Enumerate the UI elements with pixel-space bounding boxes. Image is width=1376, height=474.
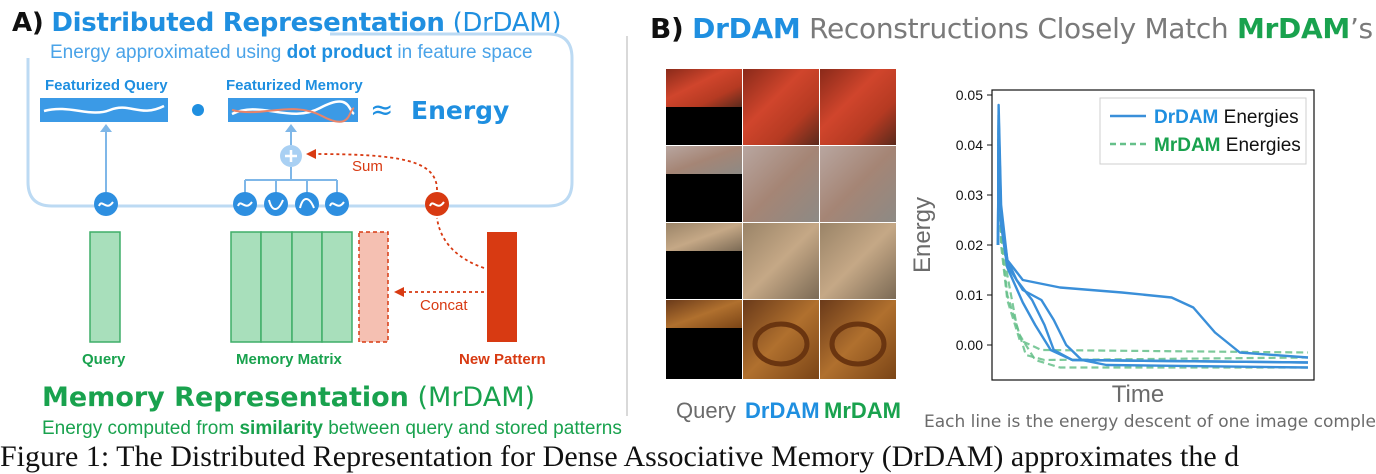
panel-b-title-mrdam: MrDAM xyxy=(1236,12,1350,45)
mem-sub-post: between query and stored patterns xyxy=(322,418,622,439)
plot-footnote: Each line is the energy descent of one i… xyxy=(924,412,1376,432)
featurized-query-label: Featurized Query xyxy=(45,77,168,94)
legend: DrDAM Energies MrDAM Energies xyxy=(1099,97,1307,165)
new-to-feature-arrow xyxy=(436,217,485,269)
panel-b-title-drdam: DrDAM xyxy=(692,12,801,45)
approx-symbol: ≈ xyxy=(370,93,394,126)
new-pattern-feature-node xyxy=(425,192,449,216)
y-tick-label: 0.01 xyxy=(956,287,983,303)
row-pretzel xyxy=(666,300,896,379)
y-tick-label: 0.04 xyxy=(956,137,983,153)
new-pattern-column xyxy=(487,232,517,342)
reconstruction-grid xyxy=(666,69,896,379)
drdam-frame xyxy=(26,32,574,208)
concat-arrowhead xyxy=(394,287,404,297)
memory-feature-arrowhead xyxy=(285,124,297,132)
featurized-memory-wave-2 xyxy=(231,107,355,123)
panel-b-letter: B) xyxy=(650,12,684,45)
memory-matrix-label: Memory Matrix xyxy=(236,351,342,368)
panel-a-diagram xyxy=(26,32,574,343)
col-label-query: Query xyxy=(676,398,736,423)
sum-arrowhead xyxy=(306,149,316,159)
query-feature-node xyxy=(94,192,118,216)
legend-label-mrdam: MrDAM Energies xyxy=(1154,135,1301,156)
panel-b-title-end: ’s xyxy=(1349,12,1373,45)
memory-feature-node-4 xyxy=(325,192,349,216)
figure-caption: Figure 1: The Distributed Representation… xyxy=(0,440,1240,473)
dot-product-icon xyxy=(192,104,204,116)
panel-a-subtitle: Energy approximated using dot product in… xyxy=(50,42,533,64)
query-feature-arrowhead xyxy=(100,124,112,132)
mrdam-paren: (MrDAM) xyxy=(417,382,536,413)
concat-slot xyxy=(358,231,389,343)
sum-label: Sum xyxy=(352,158,383,175)
subtitle-bold: dot product xyxy=(286,42,393,63)
memory-feature-node-1 xyxy=(233,192,257,216)
featurized-memory-wave-1 xyxy=(231,100,355,116)
panel-b-title-mid: Reconstructions Closely Match xyxy=(800,12,1237,45)
concat-label: Concat xyxy=(420,297,468,314)
col-label-drdam: DrDAM xyxy=(745,398,820,423)
featurized-memory-label: Featurized Memory xyxy=(226,77,363,94)
featurized-query-wave xyxy=(43,104,165,114)
memory-feature-node-2 xyxy=(264,192,288,216)
mrdam-title-bold: Memory Representation xyxy=(42,382,409,413)
mrdam-title: Memory Representation (MrDAM) xyxy=(42,382,535,413)
drdam-energy-line xyxy=(996,123,1309,364)
mem-sub-bold: similarity xyxy=(239,418,323,439)
y-axis-label: Energy xyxy=(910,197,936,273)
memory-matrix xyxy=(230,231,353,343)
energy-label: Energy xyxy=(411,96,510,125)
row-kimono xyxy=(666,69,896,145)
panel-b-title: B) DrDAM Reconstructions Closely Match M… xyxy=(650,12,1373,45)
subtitle-post: in feature space xyxy=(392,42,533,63)
y-tick-label: 0.05 xyxy=(956,87,983,103)
subtitle-pre: Energy approximated using xyxy=(50,42,287,63)
new-pattern-label: New Pattern xyxy=(459,351,546,368)
query-column xyxy=(89,231,121,343)
memory-feature-node-3 xyxy=(295,192,319,216)
y-tick-label: 0.03 xyxy=(956,187,983,203)
mrdam-subtitle: Energy computed from similarity between … xyxy=(42,418,622,440)
row-flower xyxy=(666,146,896,222)
panel-divider xyxy=(626,36,628,416)
legend-box xyxy=(1099,97,1307,165)
row-cat xyxy=(666,223,896,299)
legend-label-drdam: DrDAM Energies xyxy=(1154,107,1299,128)
x-axis-label: Time xyxy=(1112,381,1164,408)
y-tick-label: 0.02 xyxy=(956,237,983,253)
query-label: Query xyxy=(82,351,126,368)
mem-sub-pre: Energy computed from xyxy=(42,418,240,439)
energy-chart: 0.05 0.04 0.03 0.02 0.01 0.00 DrDAM Energies … xyxy=(910,87,1315,408)
col-label-mrdam: MrDAM xyxy=(824,398,901,423)
panel-a-letter: A) xyxy=(12,8,44,38)
y-tick-label: 0.00 xyxy=(956,337,983,353)
